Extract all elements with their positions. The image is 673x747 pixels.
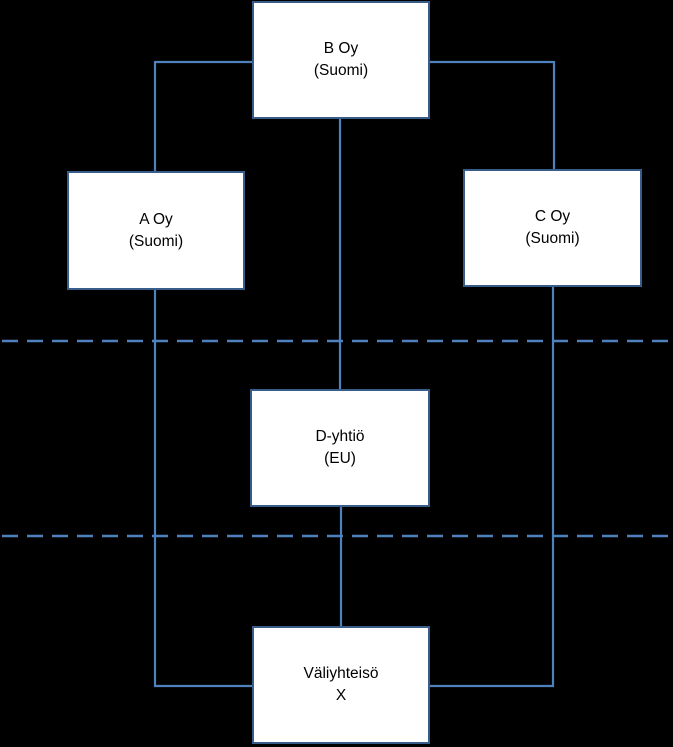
node-b-oy-name: B Oy — [323, 40, 359, 57]
node-d-yhtio-name: D-yhtiö — [315, 428, 365, 445]
node-c-oy: C Oy (Suomi) — [463, 169, 642, 287]
node-b-oy: B Oy (Suomi) — [252, 1, 430, 119]
node-a-oy-location: (Suomi) — [128, 232, 184, 250]
node-d-yhtio-location: (EU) — [324, 450, 356, 467]
node-valiyhteiso-x-location: X — [335, 687, 347, 704]
node-a-oy: A Oy (Suomi) — [67, 171, 245, 290]
node-c-oy-location: (Suomi) — [525, 230, 580, 247]
node-a-oy-name: A Oy — [139, 210, 173, 228]
node-c-oy-name: C Oy — [534, 208, 571, 225]
node-valiyhteiso-x-name: Väliyhteisö — [303, 665, 379, 682]
node-valiyhteiso-x: Väliyhteisö X — [252, 626, 430, 744]
node-d-yhtio: D-yhtiö (EU) — [250, 389, 430, 507]
node-b-oy-location: (Suomi) — [313, 62, 369, 79]
